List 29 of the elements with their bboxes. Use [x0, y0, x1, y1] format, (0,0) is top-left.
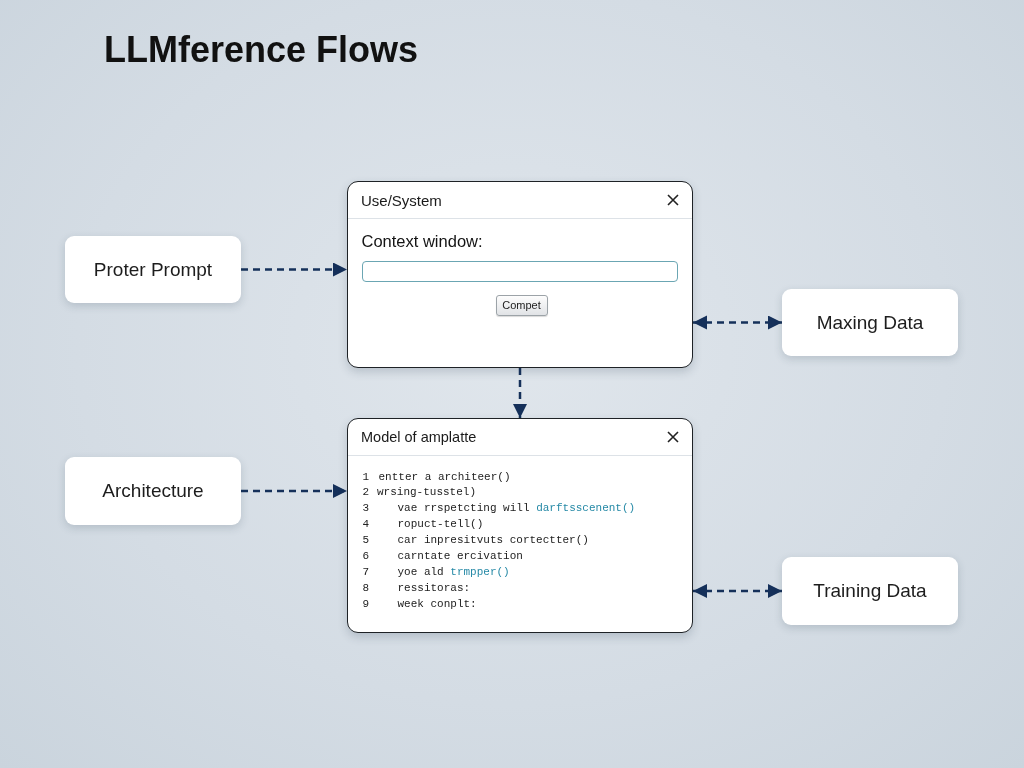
window-title: Model of amplatte	[361, 429, 477, 445]
code-line: 9 week conplt:	[361, 596, 477, 612]
window-title: Use/System	[361, 191, 442, 209]
action-button: Compet	[495, 294, 548, 316]
box-label: Training Data	[813, 580, 927, 602]
dashed-arrow	[241, 262, 347, 277]
code-line: 5 car inpresitvuts cortectter()	[361, 533, 589, 549]
dialog-window	[347, 181, 693, 368]
code-line: 2 wrsing-tusstel)	[361, 485, 476, 501]
field-label: Context window:	[361, 230, 483, 251]
code-line: 8 ressitoras:	[361, 580, 471, 596]
code-window	[347, 418, 693, 633]
code-line: 3 vae rrspetcting will darftsscenent()	[361, 501, 636, 517]
code-line: 1 entter a architeer()	[361, 469, 511, 485]
process-box	[782, 557, 958, 625]
process-box	[65, 457, 241, 525]
double-headed-dashed-arrow	[693, 315, 782, 330]
code-line: 6 carntate ercivation	[361, 548, 523, 564]
double-headed-dashed-arrow	[693, 584, 782, 598]
code-line: 4 ropuct-tell()	[361, 517, 484, 533]
process-box	[65, 236, 241, 303]
box-label: Proter Prompt	[93, 258, 213, 281]
dashed-arrow	[241, 484, 347, 498]
box-label: Architecture	[102, 480, 204, 502]
box-label: Maxing Data	[816, 311, 924, 334]
process-box	[782, 289, 958, 356]
code-line: 7 yoe ald trmpper()	[361, 564, 510, 580]
diagram-title: LLMference Flows	[104, 28, 419, 72]
dashed-arrow	[513, 368, 527, 418]
